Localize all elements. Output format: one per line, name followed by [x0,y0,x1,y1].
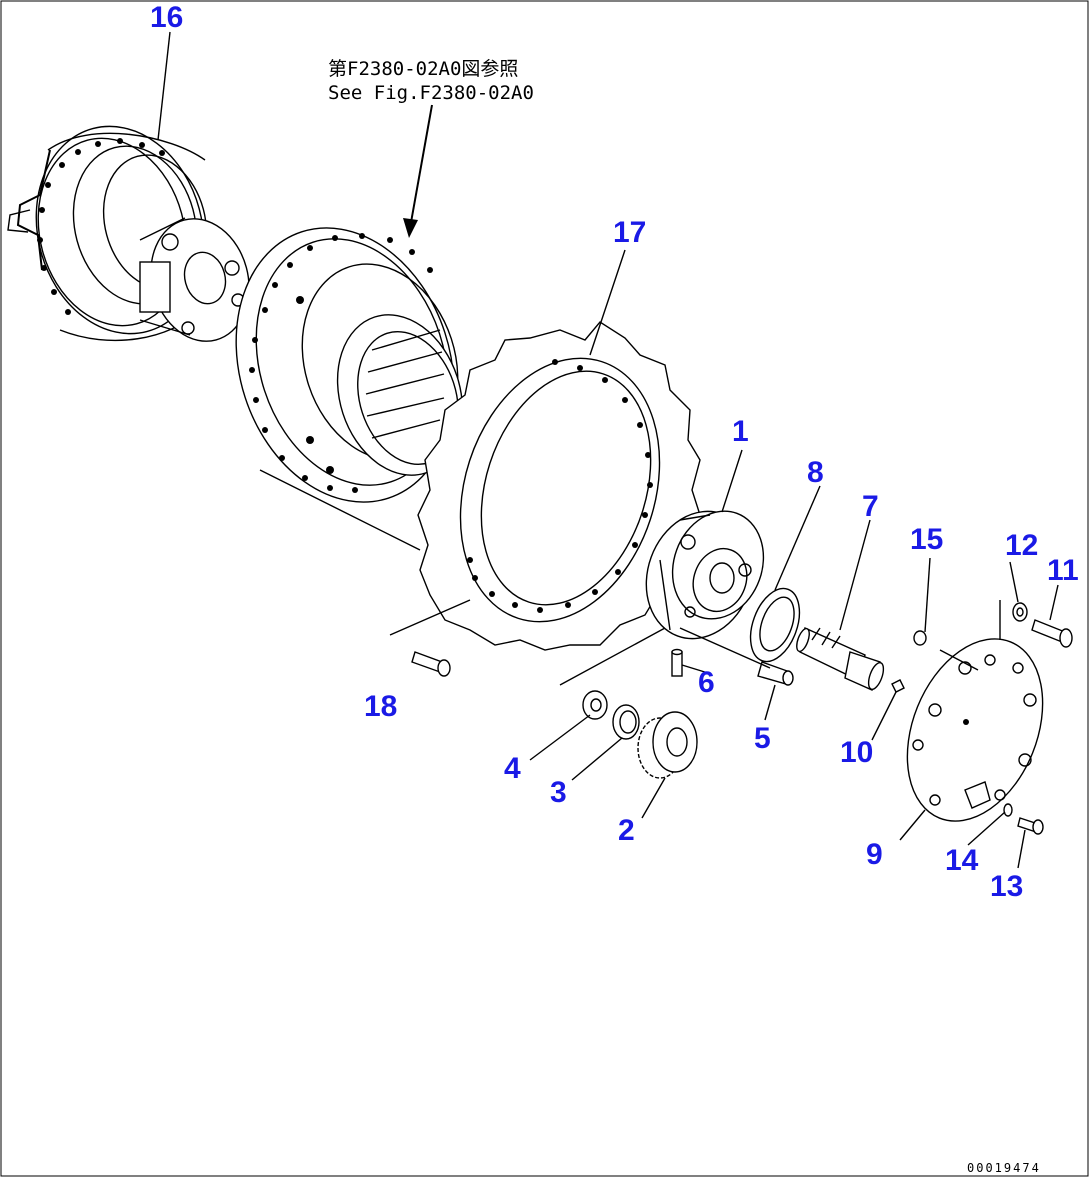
part-label-1: 1 [732,415,749,448]
part-label-17: 17 [613,216,646,249]
plug-15-drawing [913,630,927,646]
carrier-drawing [645,510,765,640]
pin-6-drawing [671,648,683,677]
part-label-8: 8 [807,456,824,489]
part-label-16: 16 [150,1,183,34]
plug-10-drawing [891,679,905,693]
drawing-code: 00019474 [967,1161,1041,1175]
shaft-5-drawing [757,661,794,686]
part-label-15: 15 [910,523,943,556]
part-label-9: 9 [866,838,883,871]
hub-housing-drawing [235,227,464,551]
part-label-14: 14 [945,844,979,877]
bolt-18-drawing [411,651,451,677]
part-label-5: 5 [754,722,771,755]
bearing-drawing [612,704,640,740]
part-label-6: 6 [698,666,715,699]
part-label-7: 7 [862,490,879,523]
washer-14-drawing [1003,803,1013,817]
reference-note-jp: 第F2380-02A0図参照 [328,58,518,80]
reference-arrowhead [403,218,418,238]
bolt-13-drawing [1017,817,1044,835]
reference-arrow-line [409,104,433,229]
washer-4-drawing [582,690,608,720]
leader-lines [157,31,1059,869]
part-label-18: 18 [364,690,397,723]
planet-gear-drawing [637,711,698,779]
part-16-drawing [7,125,250,342]
thrust-washer-drawing [749,587,801,663]
part-label-12: 12 [1005,529,1038,562]
cover-drawing [906,638,1044,822]
part-label-13: 13 [990,870,1023,903]
part-label-10: 10 [840,736,873,769]
part-label-2: 2 [618,814,635,847]
part-label-4: 4 [504,752,521,785]
part-label-11: 11 [1047,554,1079,587]
shaft-drawing [796,627,885,691]
reference-note-en: See Fig.F2380-02A0 [328,82,534,104]
part-label-3: 3 [550,776,567,809]
bolt-11-drawing [1031,619,1073,648]
washer-12-drawing [1012,602,1028,622]
sprocket-drawing [417,321,701,651]
